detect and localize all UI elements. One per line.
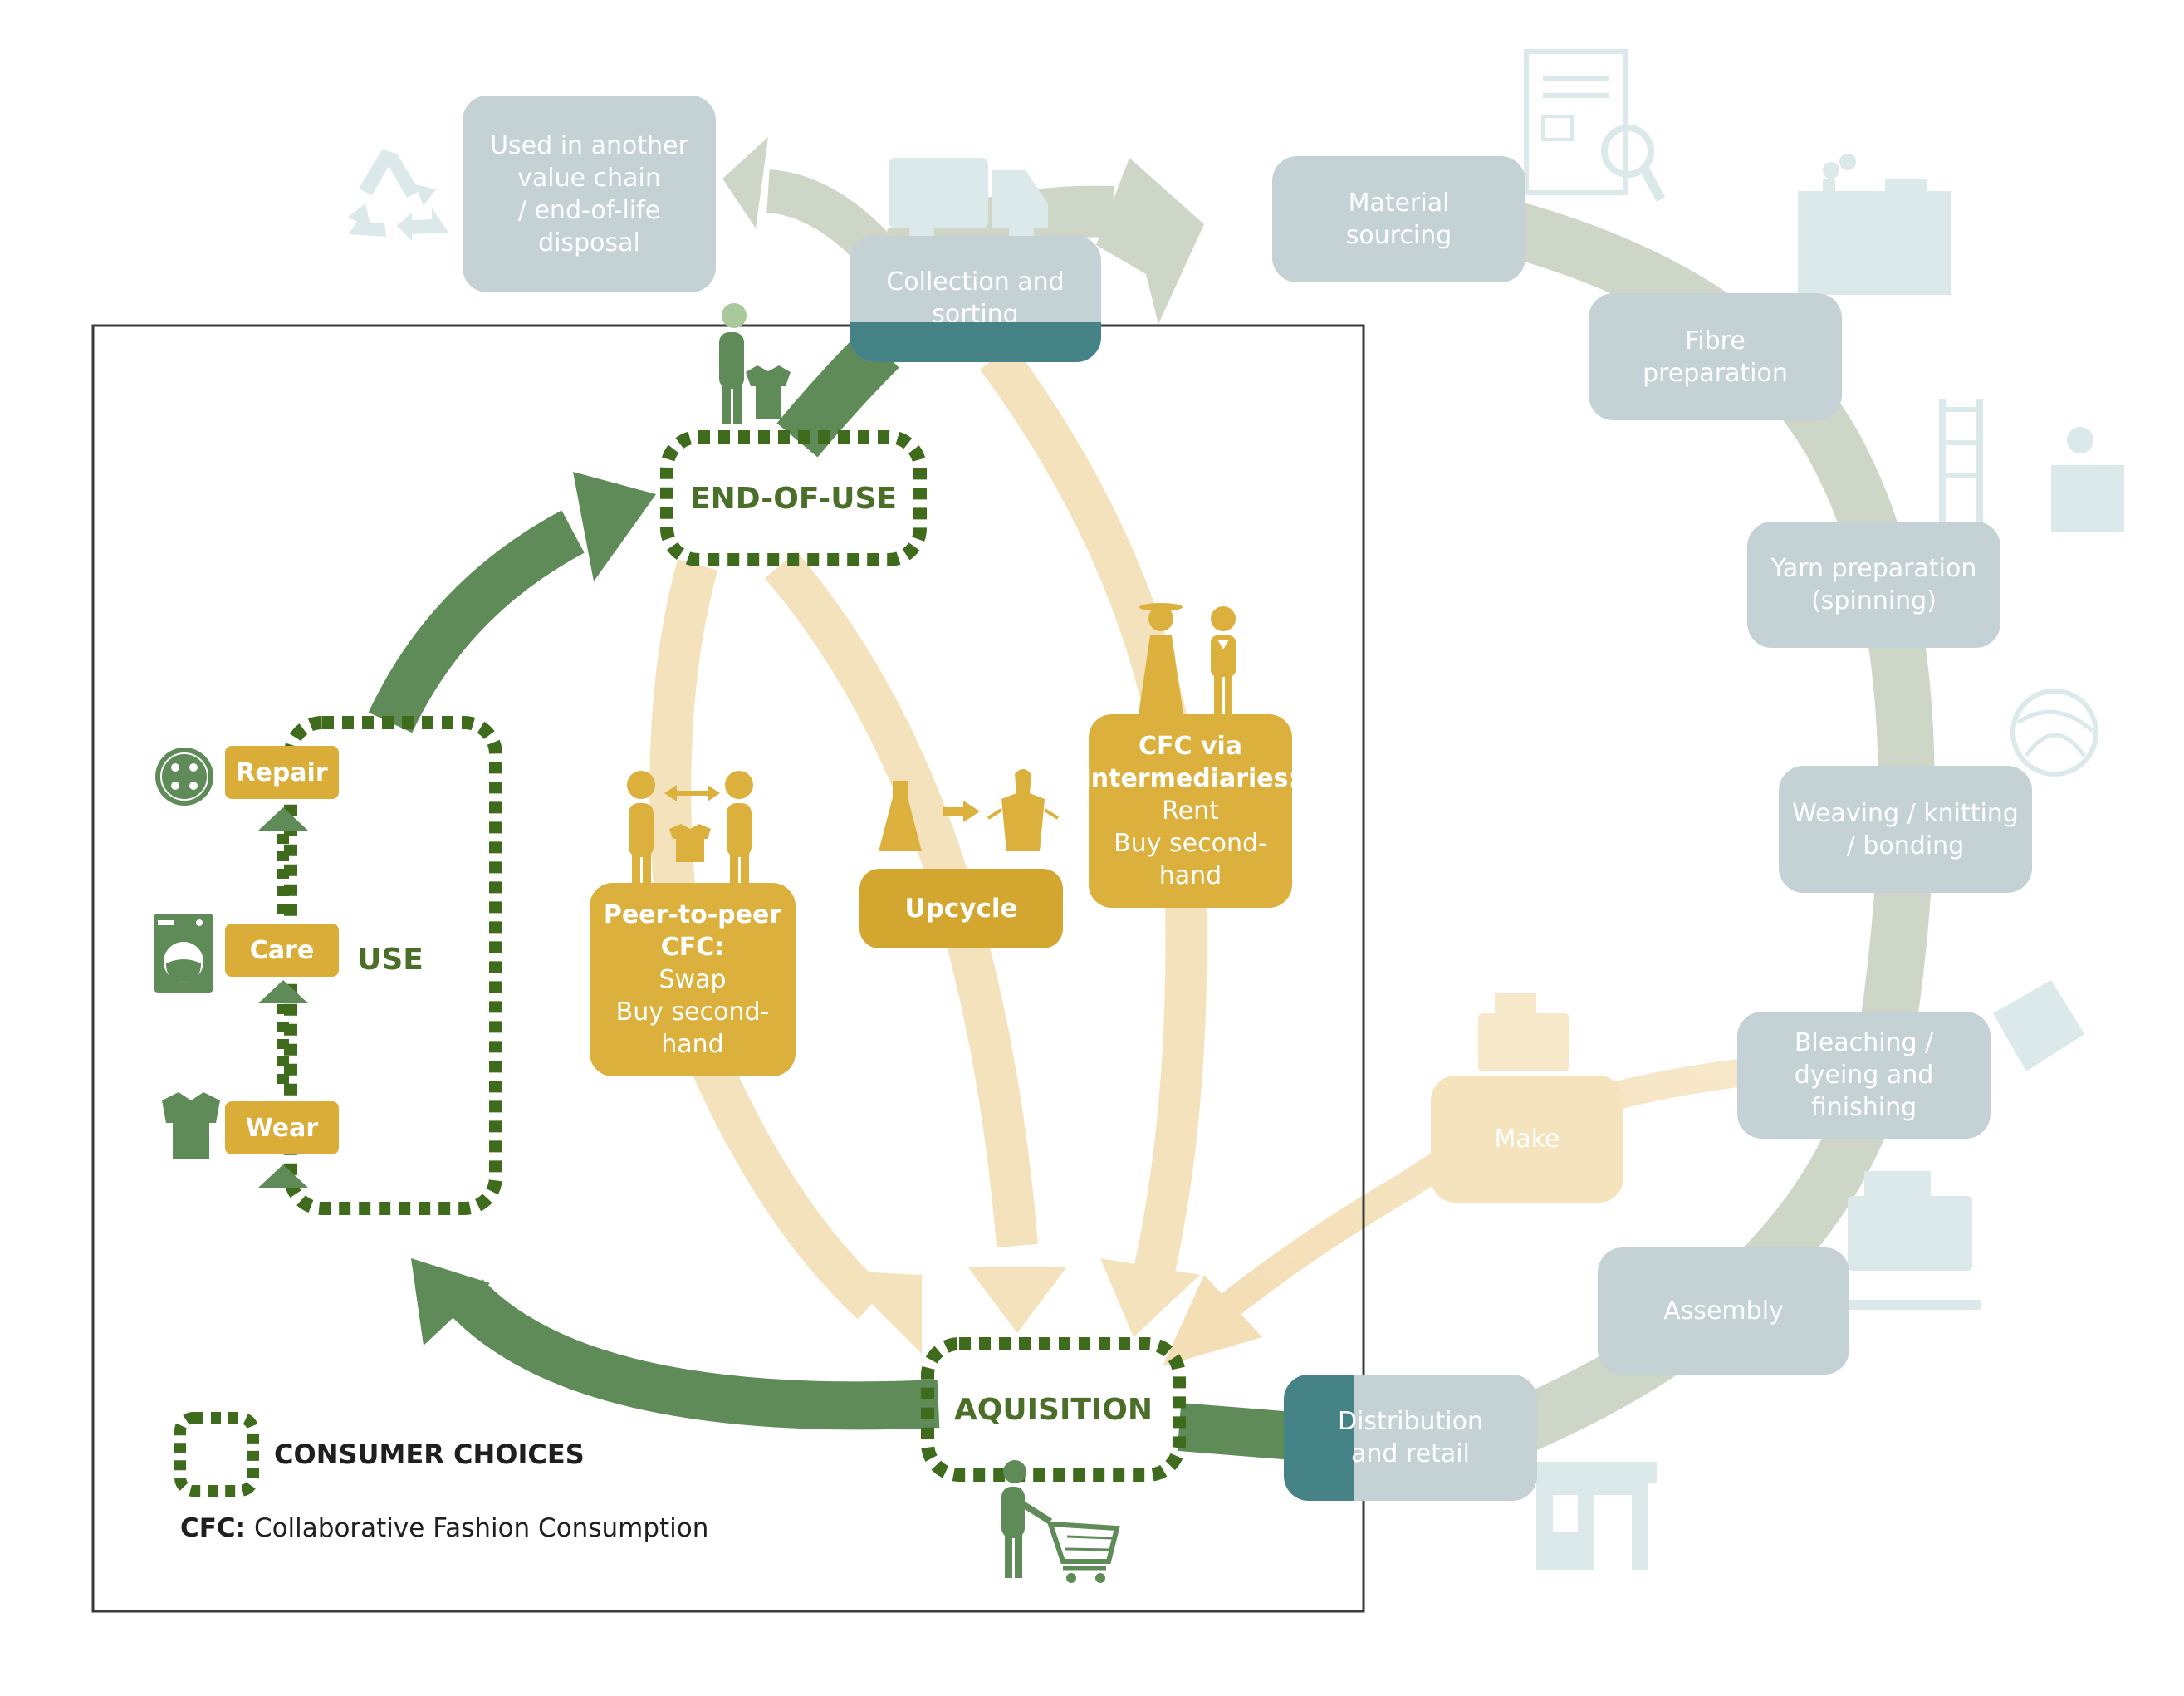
shop-icon [1528, 1462, 1657, 1570]
collection-to-used-arrowhead [722, 137, 768, 228]
sewing-machine-pale-icon [1835, 1171, 1981, 1310]
end-of-use-label: END-OF-USE [690, 481, 897, 516]
yarn-preparation-box: Yarn preparation (spinning) [1747, 522, 2000, 648]
cfc-abbreviation: CFC: [180, 1513, 247, 1543]
bleaching-dyeing-finishing-box: Bleaching / dyeing and finishing [1737, 1012, 1991, 1139]
upcycle-dress-to-apron-icon [879, 769, 1060, 851]
intermediaries-arrowhead [1100, 1258, 1200, 1337]
distribution-teal-band [1284, 1375, 1354, 1501]
spinning-machine-icon [1939, 399, 2124, 536]
yarn-ball-icon [2010, 689, 2098, 777]
aquisition-to-use-arrow [447, 1278, 940, 1430]
p2p-arrowhead [839, 1271, 922, 1354]
peer-to-peer-people-icon [627, 771, 753, 885]
document-search-icon [1524, 49, 1666, 202]
upcycle-arrowhead [967, 1267, 1067, 1333]
make-to-aquisition-arrowhead [1163, 1275, 1262, 1366]
recycle-icon [347, 150, 448, 241]
person-disposing-icon [719, 303, 791, 424]
factory-icon [1798, 154, 1951, 295]
collection-to-material-arrowhead [1096, 158, 1204, 324]
truck-icon [889, 158, 1048, 245]
aquisition-dashed-outline [921, 1337, 1186, 1482]
weaving-knitting-bonding-box: Weaving / knitting / bonding [1779, 766, 2032, 893]
fabric-bolt-icon [1993, 980, 2084, 1071]
collection-and-sorting-box: Collection and sorting [850, 236, 1101, 362]
use-to-end-of-use-arrow [368, 510, 585, 733]
upcycle-box: Upcycle [859, 869, 1063, 948]
sewing-machine-cream-icon [1478, 993, 1569, 1071]
care-step: Care [225, 924, 339, 977]
legend-consumer-choices: CONSUMER CHOICES [274, 1439, 585, 1470]
aquisition-to-use-arrowhead [411, 1258, 490, 1346]
peer-to-peer-cfc-box: Peer-to-peer CFC: Swap Buy second- hand [590, 883, 796, 1076]
cfc-full-name: Collaborative Fashion Consumption [253, 1513, 709, 1543]
care-to-repair-arrowhead [258, 807, 308, 831]
make-box: Make [1431, 1076, 1623, 1203]
cfc-via-intermediaries-box: CFC via intermediaries: Rent Buy second-… [1083, 714, 1299, 908]
legend-cfc-definition: CFC: Collaborative Fashion Consumption [180, 1513, 708, 1543]
used-in-another-value-chain-box: Used in another value chain / end-of-lif… [463, 96, 716, 292]
legend-dashed-square [174, 1412, 259, 1497]
intermediaries-couple-icon [1139, 603, 1236, 714]
use-to-end-of-use-arrowhead [573, 472, 656, 581]
tshirt-icon [162, 1092, 220, 1159]
upcycle-arrow [765, 551, 1038, 1248]
distribution-and-retail-box: Distribution and retail [1284, 1375, 1537, 1501]
distribution-to-aquisition-flow [1177, 1403, 1306, 1461]
wear-step: Wear [225, 1101, 339, 1154]
into-wear-arrowhead [258, 1164, 308, 1188]
end-of-use-to-collection-arrow [776, 330, 899, 458]
aquisition-label: AQUISITION [953, 1392, 1153, 1427]
end-of-use-dashed-outline [660, 430, 927, 566]
assembly-box: Assembly [1598, 1247, 1849, 1375]
washing-machine-icon [154, 914, 213, 993]
shopper-icon [1001, 1460, 1120, 1583]
make-to-aquisition-arrow [1212, 1057, 1754, 1324]
repair-step: Repair [225, 746, 339, 799]
use-label: USE [357, 942, 424, 977]
wear-to-care-arrowhead [258, 980, 308, 1003]
fibre-preparation-box: Fibre preparation [1589, 293, 1842, 420]
collection-teal-band [850, 322, 1101, 362]
button-icon [155, 748, 213, 806]
material-sourcing-box: Material sourcing [1272, 156, 1525, 282]
